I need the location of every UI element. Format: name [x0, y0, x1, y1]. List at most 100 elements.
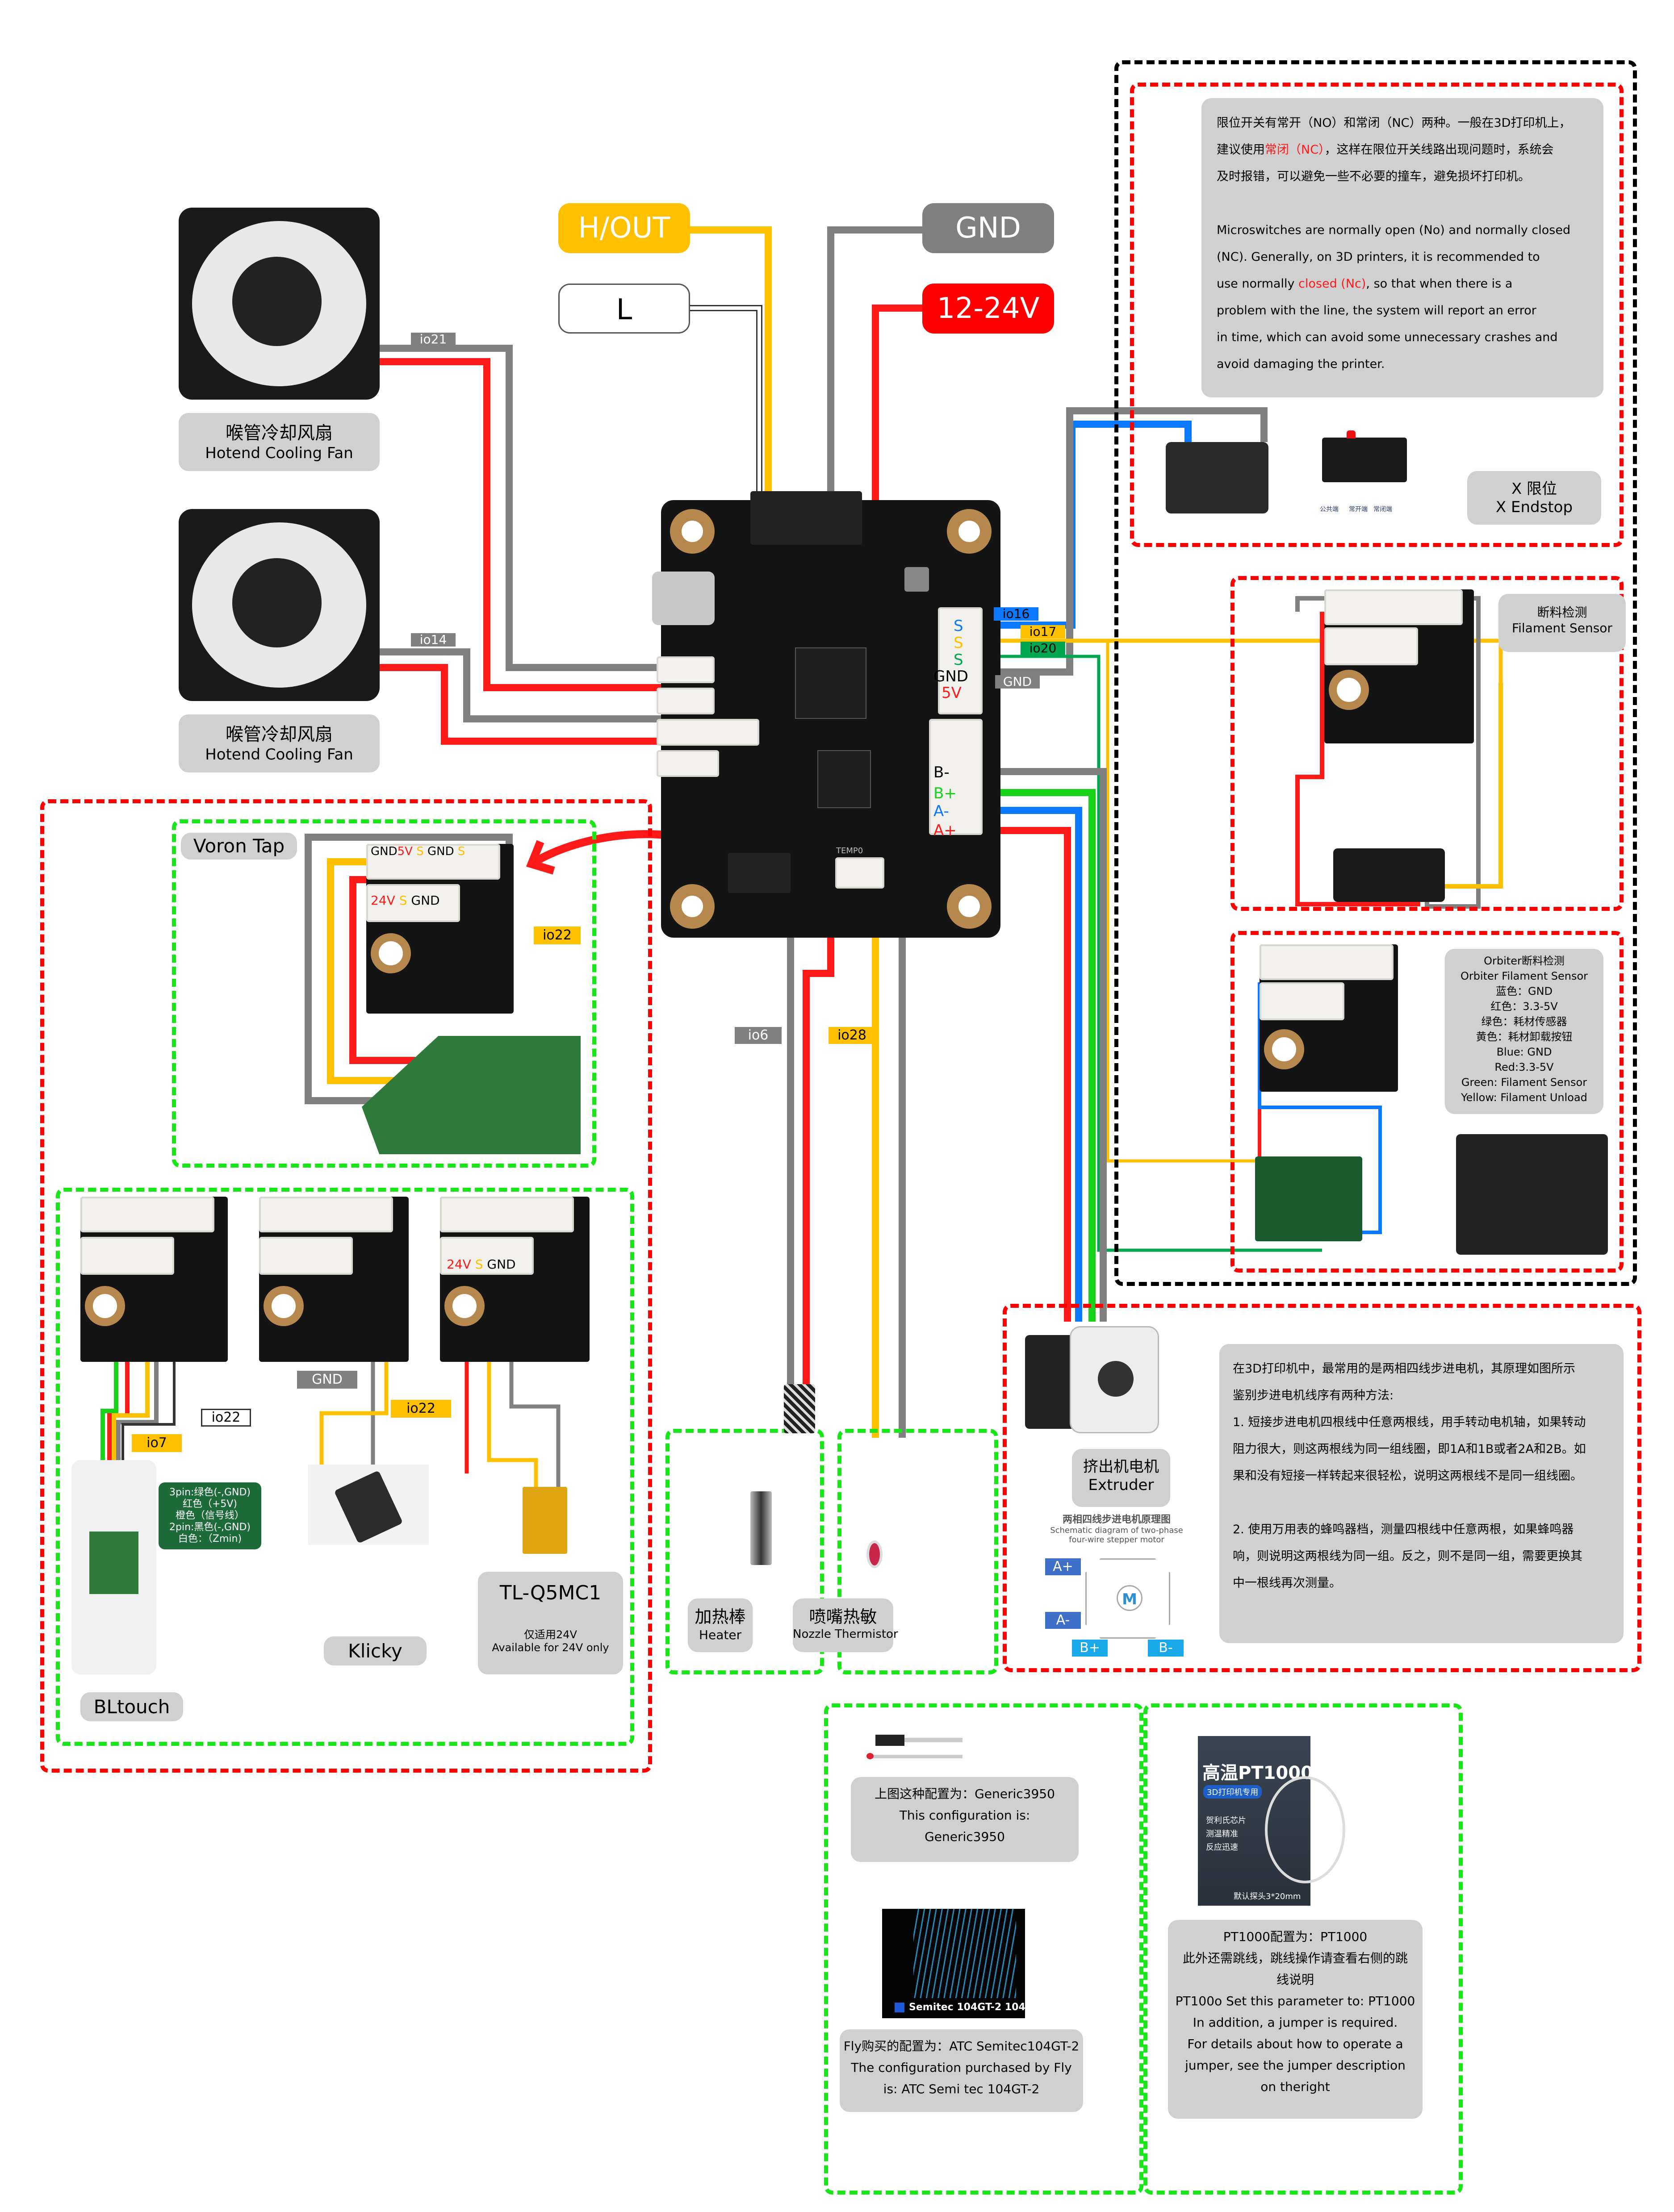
- voron-tap-bottom-pins: 24V S GND: [371, 893, 440, 908]
- probes-frame: [40, 799, 652, 1773]
- extruder-title-en: Extruder: [1088, 1476, 1154, 1494]
- usb-c-port: [652, 572, 715, 625]
- wire-motor-a-plus: [974, 827, 1071, 1322]
- motor-pin-a-minus: A-: [933, 802, 949, 820]
- semitec-logo-icon: [895, 2003, 904, 2012]
- extruder-motor-image: [1025, 1322, 1168, 1438]
- endstop-pin-5v: 5V: [942, 684, 962, 702]
- pt1000-photo-feature: 贺利氏芯片: [1206, 1816, 1246, 1825]
- bltouch-io22-tag: io22: [201, 1409, 251, 1427]
- x-endstop-title-cn: X 限位: [1511, 480, 1557, 498]
- temp-connector: [835, 857, 884, 889]
- pin: S: [475, 1257, 483, 1272]
- heater-title-en: Heater: [699, 1628, 742, 1642]
- connector: [80, 1237, 174, 1275]
- mount-hole-tl: [670, 509, 715, 554]
- orbiter-line: 绿色：耗材传感器: [1481, 1015, 1567, 1028]
- filament-sensor-module-image: [1333, 848, 1445, 902]
- io-connector: [657, 750, 719, 777]
- klicky-gnd-tag: GND: [297, 1371, 357, 1389]
- stepper-note: 在3D打印机中，最常用的是两相四线步进电机，其原理如图所示 鉴别步进电机线序有两…: [1219, 1344, 1624, 1643]
- text: 建议使用: [1217, 143, 1265, 157]
- switch-button: [1347, 430, 1356, 438]
- fan-2-title-cn: 喉管冷却风扇: [226, 724, 333, 745]
- endstop-note-en-1: Microswitches are normally open (No) and…: [1217, 223, 1571, 237]
- vin-label: 12-24V: [922, 284, 1054, 334]
- klicky-label: Klicky: [324, 1636, 427, 1665]
- pin: 24V: [371, 893, 395, 908]
- thermistor-title-en: Nozzle Thermistor: [793, 1628, 898, 1641]
- tlq5mc1-note-en: Available for 24V only: [492, 1641, 609, 1654]
- temp-label: TEMP0: [836, 846, 863, 856]
- connector-plug: [875, 1735, 904, 1746]
- orbiter-line: 黄色：耗材卸载按钮: [1476, 1031, 1573, 1043]
- heater-sleeve-image: [784, 1384, 815, 1433]
- pt1000-note: PT1000配置为：PT1000 此外还需跳线，跳线操作请查看右侧的跳 线说明 …: [1168, 1920, 1423, 2119]
- thermistor-config-frame-right: [1143, 1703, 1463, 2195]
- fan-1-io-tag: io21: [411, 333, 456, 346]
- mcu-chip: [795, 647, 866, 719]
- generic3950-line-cn: 上图这种配置为：Generic3950: [875, 1786, 1055, 1801]
- connector: [440, 1237, 534, 1275]
- spacer: [1217, 190, 1588, 217]
- mount-hole: [1329, 670, 1369, 710]
- pt1000-line: PT1000配置为：PT1000: [1223, 1929, 1368, 1944]
- pin: GND: [411, 893, 440, 908]
- io16-tag: io16: [994, 607, 1038, 621]
- motor-symbol: M: [1117, 1585, 1143, 1611]
- orbiter-board-image: [1260, 944, 1398, 1092]
- probe-options-frame: [56, 1188, 634, 1746]
- driver-chip: [817, 750, 871, 808]
- bltouch-wiring-note: 3pin:绿色(-,GND) 红色（+5V) 橙色（信号线） 2pin:黑色(-…: [159, 1482, 261, 1549]
- heater-label: 加热棒 Heater: [688, 1598, 753, 1652]
- generic3950-image: [864, 1732, 967, 1768]
- extruder-label: 挤出机电机 Extruder: [1072, 1449, 1170, 1507]
- main-board: TEMP0 S S S GND 5V B- B+ A- A+: [652, 491, 1000, 938]
- pin: 24V: [447, 1257, 471, 1272]
- filament-sensor-frame: [1230, 576, 1624, 911]
- tlq5mc1-title: TL-Q5MC1: [499, 1582, 602, 1604]
- bltouch-label: BLtouch: [80, 1692, 183, 1721]
- io17-tag: io17: [1021, 625, 1065, 639]
- note-line: 果和没有短接一样转起来很轻松，说明这两根线不是同一组线圈。: [1233, 1469, 1582, 1483]
- note-line: 白色：（Zmin): [178, 1533, 242, 1544]
- generic3950-note: 上图这种配置为：Generic3950 This configuration i…: [851, 1777, 1079, 1862]
- semitec-note: Fly购买的配置为：ATC Semitec104GT-2 The configu…: [840, 2029, 1083, 2112]
- filament-sensor-title-en: Filament Sensor: [1512, 621, 1612, 635]
- connector: [259, 1237, 353, 1275]
- note-line: [1233, 1490, 1610, 1516]
- connector: [259, 1197, 393, 1232]
- pt1000-photo-feature: 测温精准: [1206, 1829, 1238, 1839]
- h-out-label: H/OUT: [558, 203, 690, 253]
- coil-b-minus: B-: [1148, 1640, 1184, 1657]
- note-line: 1. 短接步进电机四根线中任意两根线，用手转动电机轴，如果转动: [1233, 1415, 1586, 1429]
- pt1000-photo-badge: 3D打印机专用: [1203, 1785, 1262, 1799]
- fan-1-title-en: Hotend Cooling Fan: [205, 444, 353, 462]
- reset-button[interactable]: [904, 567, 929, 592]
- extruder-title-cn: 挤出机电机: [1083, 1458, 1159, 1476]
- wire-fan1-gnd: [380, 345, 706, 671]
- note-line: 在3D打印机中，最常用的是两相四线步进电机，其原理如图所示: [1233, 1362, 1575, 1376]
- orbiter-line: Green: Filament Sensor: [1461, 1076, 1587, 1089]
- mount-hole: [1264, 1029, 1304, 1069]
- orbiter-note: Orbiter断料检测 Orbiter Filament Sensor 蓝色：G…: [1445, 949, 1603, 1114]
- arrow-head: [526, 840, 555, 875]
- tlq5mc1-sensor-image: [523, 1487, 567, 1554]
- io6-tag: io6: [735, 1027, 782, 1044]
- filament-sensor-title-cn: 断料检测: [1537, 605, 1587, 620]
- wire-filsensor-gray: [1295, 596, 1481, 909]
- connector: [80, 1197, 214, 1232]
- microswitch-image: [1322, 430, 1407, 482]
- filament-sensor-label: 断料检测 Filament Sensor: [1498, 594, 1626, 652]
- thermistor-title-cn: 喷嘴热敏: [809, 1607, 877, 1627]
- semitec-caption: Semitec 104GT-2 104NT-4: [909, 2002, 1050, 2013]
- mount-hole-bl: [670, 884, 715, 929]
- tlq5mc1-note-cn: 仅适用24V: [524, 1628, 577, 1641]
- endstop-note-en-2: (NC). Generally, on 3D printers, it is r…: [1217, 250, 1540, 264]
- motor-pin-b-plus: B+: [933, 785, 957, 802]
- fan-2-label: 喉管冷却风扇 Hotend Cooling Fan: [179, 714, 380, 772]
- thermistor-label: 喷嘴热敏 Nozzle Thermistor: [793, 1598, 898, 1652]
- highlight-nc-en: closed (Nc): [1298, 277, 1366, 291]
- power-terminal: [750, 491, 862, 545]
- klicky-io-tag: io22: [391, 1400, 451, 1418]
